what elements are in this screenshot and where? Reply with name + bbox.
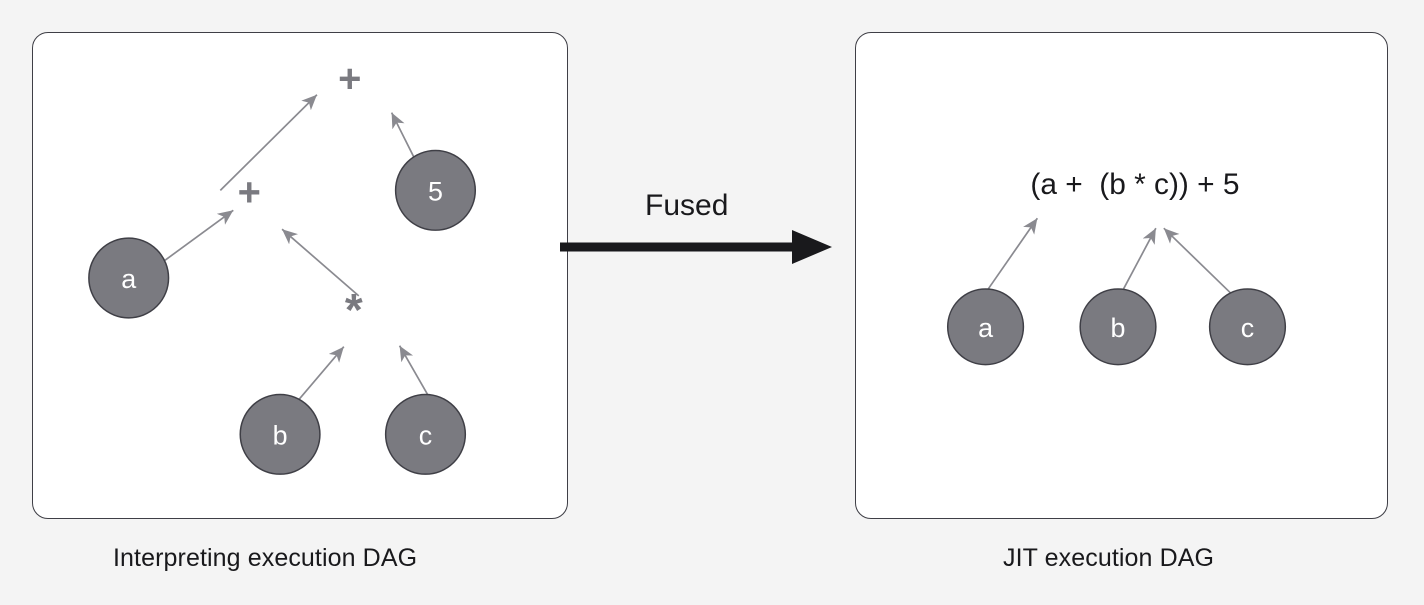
node-circle	[1079, 288, 1157, 366]
jit-dag-caption: JIT execution DAG	[1003, 544, 1215, 572]
fused-expression: (a + (b * c)) + 5	[1030, 168, 1239, 201]
edge-c-to-expression	[1163, 227, 1233, 295]
node-label: c	[1241, 313, 1254, 343]
edge-plusinner-to-plusroot	[219, 94, 318, 191]
fused-label: Fused	[645, 189, 729, 222]
operator-times: *	[345, 284, 363, 335]
graph-node-b[interactable]: b	[239, 393, 321, 475]
node-circle	[1208, 288, 1287, 366]
node-circle	[239, 393, 321, 475]
interpreting-dag-panel: + + * a 5 b c	[32, 32, 568, 519]
node-label: b	[273, 420, 288, 450]
interpreting-dag-caption: Interpreting execution DAG	[113, 544, 418, 572]
node-circle	[384, 393, 467, 475]
edge-a-to-plusinner	[162, 209, 234, 263]
graph-node-c[interactable]: c	[384, 393, 467, 475]
node-label: b	[1111, 313, 1126, 343]
edge-b-to-expression	[1122, 227, 1157, 291]
node-label: 5	[428, 176, 443, 206]
interpreting-dag-graph: + + * a 5 b c	[88, 57, 477, 475]
operator-plus-root: +	[338, 57, 361, 101]
edge-a-to-expression	[986, 217, 1039, 291]
node-label: a	[121, 264, 136, 294]
operator-plus-inner: +	[238, 170, 261, 214]
graph-node-5[interactable]: 5	[394, 149, 477, 231]
graph-node-a[interactable]: a	[88, 237, 170, 319]
edge-times-to-plusinner	[281, 228, 360, 297]
node-circle	[946, 288, 1025, 366]
graph-node-a[interactable]: a	[946, 288, 1025, 366]
graph-node-c[interactable]: c	[1208, 288, 1287, 366]
node-circle	[394, 149, 477, 231]
jit-dag-panel: (a + (b * c)) + 5 a b c	[855, 32, 1388, 519]
node-circle	[88, 237, 170, 319]
node-label: c	[419, 420, 432, 450]
graph-node-b[interactable]: b	[1079, 288, 1157, 366]
right-arrow-icon	[560, 230, 832, 264]
jit-dag-graph: (a + (b * c)) + 5 a b c	[946, 168, 1287, 366]
edge-b-to-times	[292, 346, 345, 408]
node-label: a	[978, 313, 993, 343]
